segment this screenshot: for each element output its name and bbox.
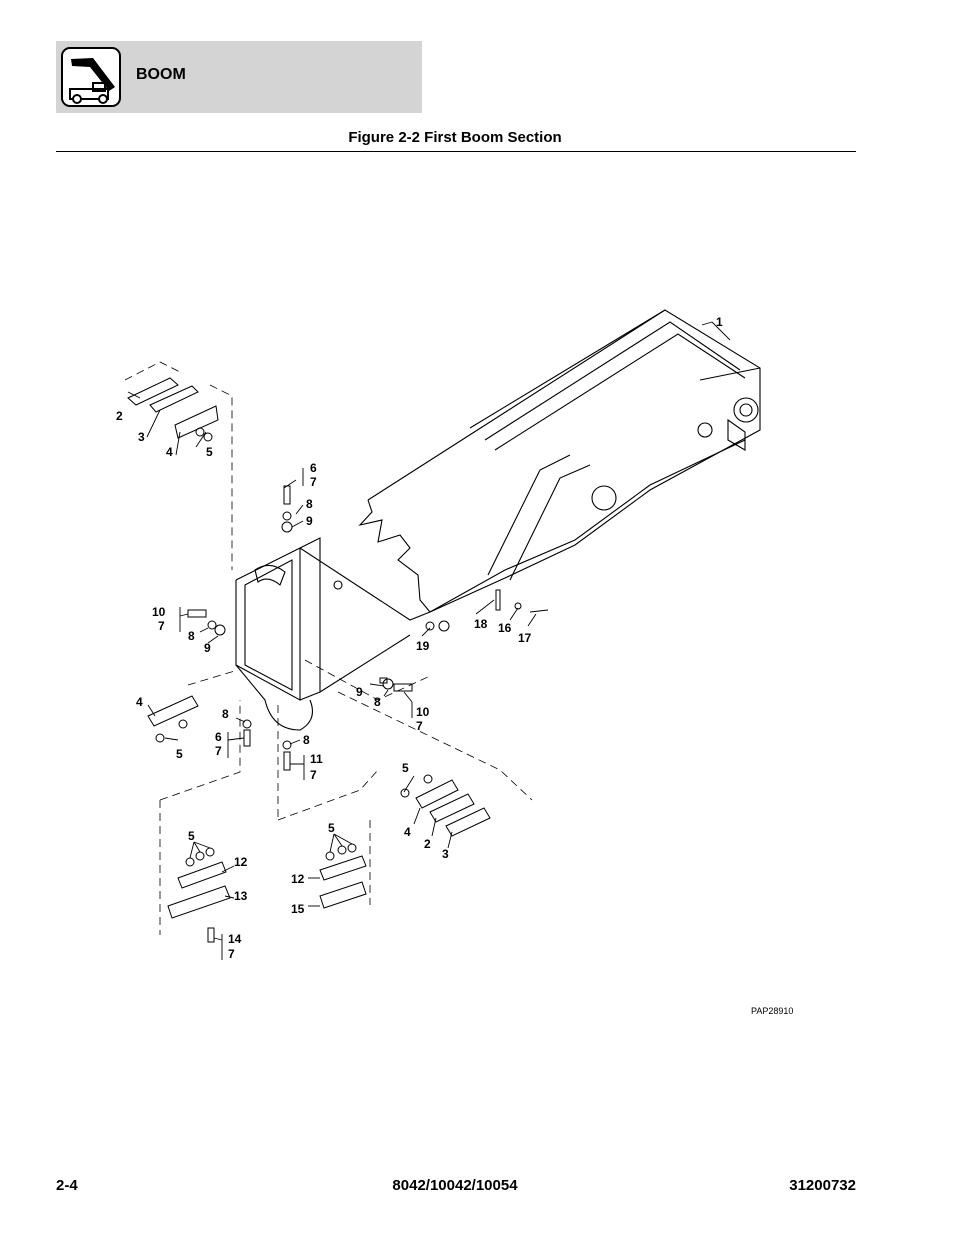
document-number: 31200732 (789, 1177, 856, 1194)
callout-label: 19 (416, 639, 430, 653)
callout-label: 14 (228, 932, 242, 946)
callout-label: 10 (152, 605, 166, 619)
section-header: BOOM (56, 41, 422, 113)
callout-label: 5 (176, 747, 183, 761)
callout-label: 6 (215, 730, 222, 744)
callout-label: 3 (138, 430, 145, 444)
callout-label: 17 (518, 631, 532, 645)
callout-label: 12 (291, 872, 305, 886)
callout-label: 7 (416, 719, 423, 733)
callout-label: 18 (474, 617, 488, 631)
callout-label: 4 (166, 445, 173, 459)
page-number: 2-4 (56, 1177, 78, 1194)
callout-label: 10 (416, 705, 430, 719)
callout-label: 5 (206, 445, 213, 459)
callout-label: 7 (310, 475, 317, 489)
callout-label: 9 (204, 641, 211, 655)
callout-label: 8 (188, 629, 195, 643)
callout-label: 15 (291, 902, 305, 916)
callout-label: 5 (188, 829, 195, 843)
callout-label: 2 (424, 837, 431, 851)
callout-label: 7 (158, 619, 165, 633)
art-code: PAP28910 (751, 1006, 794, 1016)
callout-label: 7 (228, 947, 235, 961)
callout-label: 7 (310, 768, 317, 782)
callout-label: 8 (306, 497, 313, 511)
callout-label: 1 (716, 315, 723, 329)
callout-label: 5 (328, 821, 335, 835)
callout-label: 7 (215, 744, 222, 758)
callout-label: 8 (374, 695, 381, 709)
callout-label: 9 (356, 685, 363, 699)
callout-label: 13 (234, 889, 248, 903)
callout-label: 12 (234, 855, 248, 869)
model-numbers: 8042/10042/10054 (392, 1177, 518, 1194)
callout-label: 4 (136, 695, 143, 709)
callout-label: 6 (310, 461, 317, 475)
callout-label: 11 (310, 752, 323, 766)
callout-label: 8 (303, 733, 310, 747)
callout-labels: 1 2 3 4 5 6 7 8 9 10 7 8 9 9 8 10 7 18 1… (116, 315, 723, 961)
callout-label: 9 (306, 514, 313, 528)
callout-label: 8 (222, 707, 229, 721)
callout-label: 2 (116, 409, 123, 423)
figure-title: Figure 2-2 First Boom Section (348, 129, 562, 146)
telehandler-boom-icon (61, 47, 121, 107)
callout-label: 4 (404, 825, 411, 839)
callout-label: 3 (442, 847, 449, 861)
callout-label: 16 (498, 621, 512, 635)
title-rule (56, 151, 856, 152)
callout-label: 5 (402, 761, 409, 775)
section-title: BOOM (136, 66, 186, 83)
